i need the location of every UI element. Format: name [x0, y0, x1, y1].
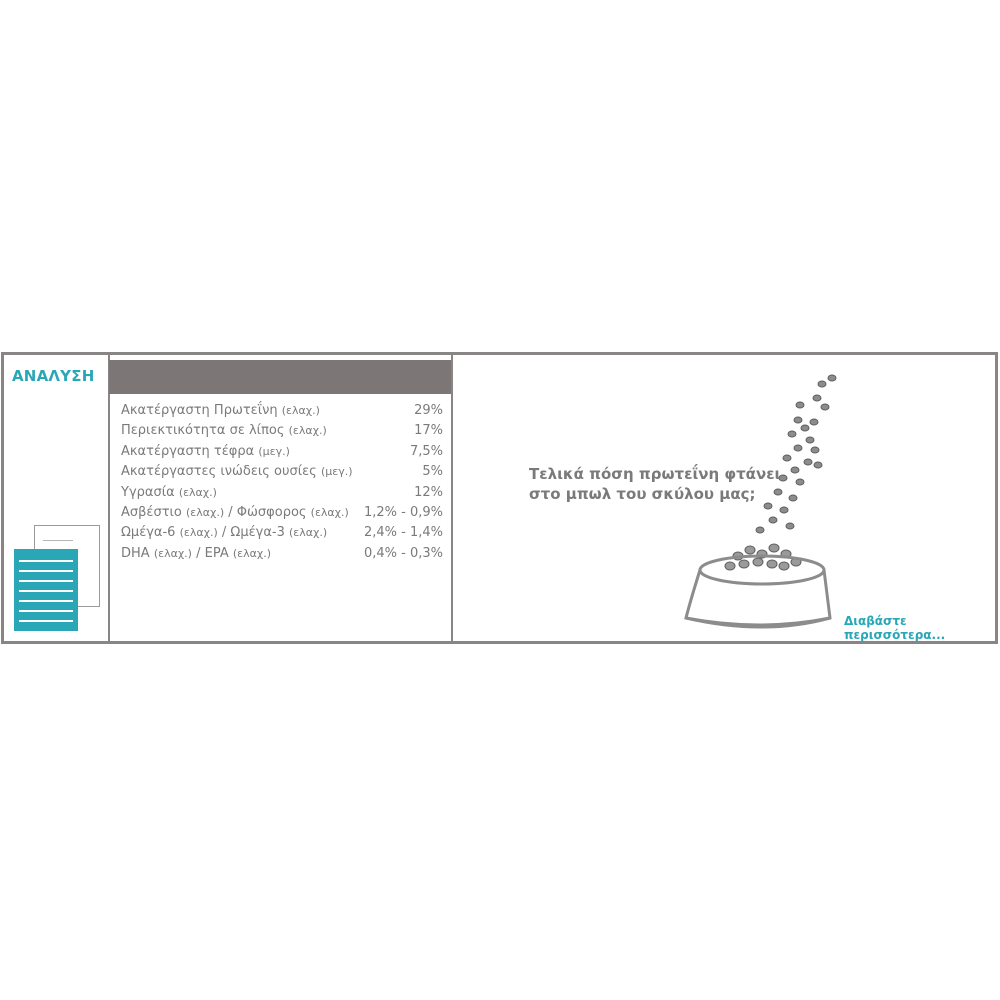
- analysis-row-label-text: / EPA: [191, 545, 229, 561]
- analysis-row-qualifier: (ελαχ.): [186, 505, 225, 519]
- analysis-row-label: Ακατέργαστη τέφρα (μεγ.): [121, 444, 290, 459]
- analysis-row: Ωμέγα-6 (ελαχ.) / Ωμέγα-3 (ελαχ.) 2,4% - …: [121, 525, 443, 545]
- analysis-row-label-text: Ακατέργαστες ινώδεις ουσίες: [121, 464, 317, 480]
- analysis-row-qualifier: (ελαχ.): [178, 485, 217, 499]
- analysis-row-label: Ωμέγα-6 (ελαχ.) / Ωμέγα-3 (ελαχ.): [121, 525, 327, 540]
- analysis-row-label-text: / Φώσφορος: [224, 504, 307, 520]
- analysis-row-qualifier: (ελαχ.): [179, 526, 218, 540]
- analysis-row-qualifier: (ελαχ.): [288, 424, 327, 438]
- analysis-row-label-text: Υγρασία: [121, 484, 175, 500]
- analysis-row-value: 2,4% - 1,4%: [363, 525, 443, 541]
- table-header-bar: [109, 360, 451, 394]
- analysis-row-label-text: Περιεκτικότητα σε λίπος: [121, 423, 285, 439]
- analysis-row-label-text: Ασβέστιο: [121, 504, 182, 520]
- analysis-row-qualifier: (ελαχ.): [289, 526, 328, 540]
- analysis-row-qualifier: (μεγ.): [258, 444, 290, 458]
- analysis-row-label: Περιεκτικότητα σε λίπος (ελαχ.): [121, 423, 327, 438]
- analysis-row-qualifier: (ελαχ.): [232, 546, 272, 560]
- analysis-row: Ασβέστιο (ελαχ.) / Φώσφορος (ελαχ.) 1,2% …: [121, 505, 443, 525]
- analysis-table: Ακατέργαστη Πρωτεΐνη (ελαχ.) 29% Περιεκτικ…: [109, 355, 453, 641]
- analysis-row-qualifier: (ελαχ.): [310, 505, 349, 519]
- read-more-link[interactable]: Διαβάστε περισσότερα...: [844, 614, 946, 642]
- analysis-row-value: 17%: [414, 423, 443, 439]
- analysis-row: Υγρασία (ελαχ.) 12%: [121, 485, 443, 505]
- analysis-row-label: Υγρασία (ελαχ.): [121, 485, 217, 500]
- promo-line-2: στο μπωλ του σκύλου μας;: [529, 485, 756, 503]
- promo-text: Τελικά πόση πρωτεΐνη φτάνει στο μπωλ του…: [529, 464, 780, 504]
- analysis-row-value: 29%: [414, 403, 443, 418]
- analysis-rows: Ακατέργαστη Πρωτεΐνη (ελαχ.) 29% Περιεκτικ…: [121, 403, 443, 566]
- analysis-row-label-text: / Ωμέγα-3: [217, 525, 285, 541]
- analysis-row-label-text: DHA: [121, 545, 150, 561]
- promo-line-1: Τελικά πόση πρωτεΐνη φτάνει: [529, 465, 781, 483]
- analysis-row-label-text: Ακατέργαστη τέφρα: [121, 443, 255, 459]
- analysis-row: Ακατέργαστες ινώδεις ουσίες (μεγ.) 5%: [121, 464, 443, 484]
- analysis-row: DHA (ελαχ.) / EPA (ελαχ.) 0,4% - 0,3%: [121, 546, 443, 566]
- analysis-row: Ακατέργαστη Πρωτεΐνη (ελαχ.) 29%: [121, 403, 443, 423]
- analysis-row-label: Ακατέργαστες ινώδεις ουσίες (μεγ.): [121, 464, 353, 479]
- analysis-row-value: 7,5%: [409, 443, 443, 459]
- analysis-row-value: 0,4% - 0,3%: [363, 545, 443, 561]
- analysis-row-qualifier: (ελαχ.): [153, 546, 192, 560]
- analysis-row-label-text: Ακατέργαστη Πρωτεΐνη: [121, 403, 278, 418]
- analysis-row-label-text: Ωμέγα-6: [121, 525, 176, 541]
- analysis-row: Περιεκτικότητα σε λίπος (ελαχ.) 17%: [121, 423, 443, 443]
- analysis-row-qualifier: (ελαχ.): [281, 404, 320, 417]
- analysis-row-label: DHA (ελαχ.) / EPA (ελαχ.): [121, 546, 271, 561]
- analysis-row: Ακατέργαστη τέφρα (μεγ.) 7,5%: [121, 444, 443, 464]
- dog-food-bowl-icon: [684, 374, 837, 629]
- analysis-sidebar: ΑΝΑΛΥΣΗ: [4, 355, 110, 641]
- analysis-row-value: 12%: [414, 484, 443, 500]
- analysis-row-label: Ασβέστιο (ελαχ.) / Φώσφορος (ελαχ.): [121, 505, 349, 520]
- analysis-row-value: 5%: [422, 464, 443, 480]
- analysis-row-label: Ακατέργαστη Πρωτεΐνη (ελαχ.): [121, 403, 320, 418]
- section-title: ΑΝΑΛΥΣΗ: [12, 367, 95, 385]
- analysis-row-value: 1,2% - 0,9%: [363, 504, 443, 520]
- document-stack-icon: [14, 549, 78, 631]
- analysis-row-qualifier: (μεγ.): [320, 465, 353, 479]
- analysis-panel: ΑΝΑΛΥΣΗ Ακατέργαστη Πρωτεΐνη (ελαχ.) 29% Π…: [1, 352, 998, 644]
